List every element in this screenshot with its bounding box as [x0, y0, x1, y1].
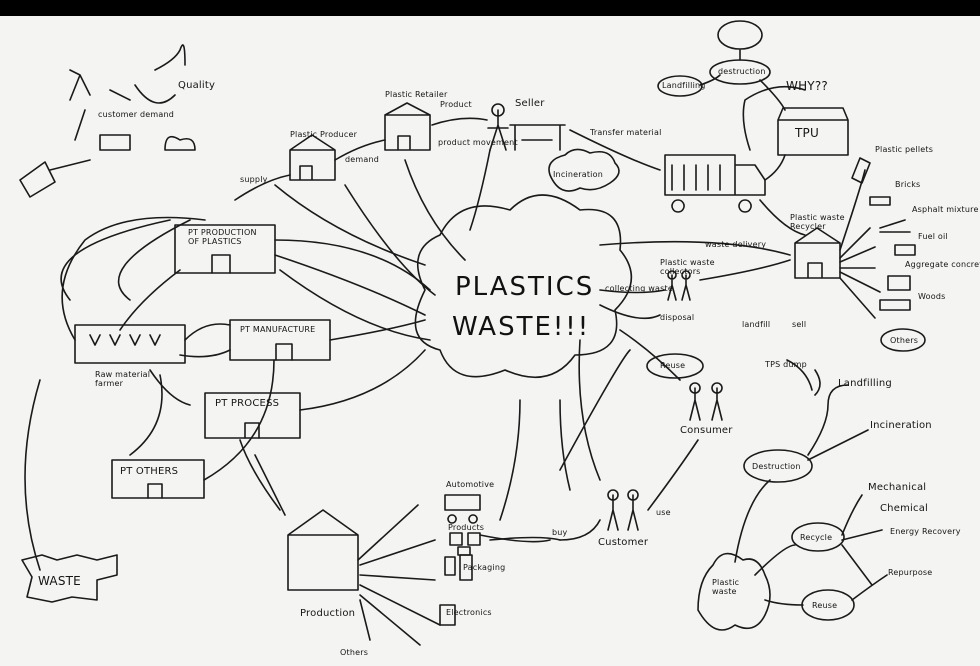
production-label: Production [300, 608, 356, 619]
destruction-oval-label: destruction [718, 67, 766, 76]
consumer-label: Consumer [680, 425, 733, 436]
others-label: Others [340, 648, 369, 657]
quality-label: Quality [178, 80, 216, 91]
central-cloud [414, 194, 633, 378]
supply-label: supply [240, 175, 268, 184]
disposal-label: disposal [660, 313, 695, 322]
strategy-incineration: Incineration [870, 420, 932, 431]
waste-box-label: WASTE [38, 574, 81, 588]
output-woods: Woods [918, 292, 946, 301]
customer-label: Customer [598, 537, 649, 548]
pt-production-label: PT PRODUCTION OF PLASTICS [188, 228, 257, 246]
landfilling-oval-label: Landfilling [662, 81, 706, 90]
incineration-cloud-label: Incineration [553, 170, 603, 179]
output-bricks: Bricks [895, 180, 921, 189]
center-title-1: PLASTICS [455, 272, 595, 302]
output-asphalt: Asphalt mixture [912, 205, 979, 214]
product-movement-label: product movement [438, 138, 518, 147]
demand-label: customer demand [98, 110, 175, 119]
demand-word: demand [345, 155, 380, 164]
collectors-label: Plastic waste collectors [660, 258, 715, 276]
product-automotive: Automotive [446, 480, 495, 489]
strategy-landfilling: Landfilling [838, 378, 892, 389]
pt-others-label: PT OTHERS [120, 466, 179, 477]
raw-material-label: Raw material farmer [95, 370, 151, 388]
strategy-energy: Energy Recovery [890, 527, 961, 536]
reuse-oval-label: Reuse [660, 361, 686, 370]
strategy-mechanical: Mechanical [868, 482, 927, 493]
center-title-2: WASTE!!! [452, 312, 591, 342]
collecting-label: collecting waste [605, 284, 673, 293]
strategy-reuse: Reuse [812, 601, 838, 610]
retailer-label: Plastic Retailer [385, 90, 448, 99]
strategy-root: Plastic waste [712, 578, 740, 596]
use-label: use [656, 508, 671, 517]
dump-label: TPS dump [765, 360, 807, 369]
sell-label: sell [792, 320, 807, 329]
seller-label: Seller [515, 98, 545, 109]
strategy-recycle: Recycle [800, 533, 833, 542]
product-products: Products [448, 523, 485, 532]
recycler-label: Plastic waste Recycler [790, 213, 845, 231]
output-fuel: Fuel oil [918, 232, 948, 241]
why-label: WHY?? [786, 79, 828, 93]
strategy-repurpose: Repurpose [888, 568, 933, 577]
strategy-chemical: Chemical [880, 503, 928, 514]
landfill-label: landfill [742, 320, 771, 329]
pt-process-label: PT PROCESS [215, 398, 280, 409]
product-packaging: Packaging [463, 563, 506, 572]
waste-delivery-label: waste delivery [705, 240, 767, 249]
transfer-label: Transfer material [590, 128, 662, 137]
tpu-label: TPU [795, 126, 819, 140]
output-pellets: Plastic pellets [875, 145, 934, 154]
output-others: Others [890, 336, 919, 345]
strategy-destruction: Destruction [752, 462, 801, 471]
product-electronics: Electronics [446, 608, 492, 617]
product-label: Product [440, 100, 472, 109]
pt-manufacture-label: PT MANUFACTURE [240, 325, 316, 334]
buy-label: buy [552, 528, 568, 537]
output-aggregate: Aggregate concrete [905, 260, 980, 269]
producer-label: Plastic Producer [290, 130, 358, 139]
top-black-bar [0, 0, 980, 16]
